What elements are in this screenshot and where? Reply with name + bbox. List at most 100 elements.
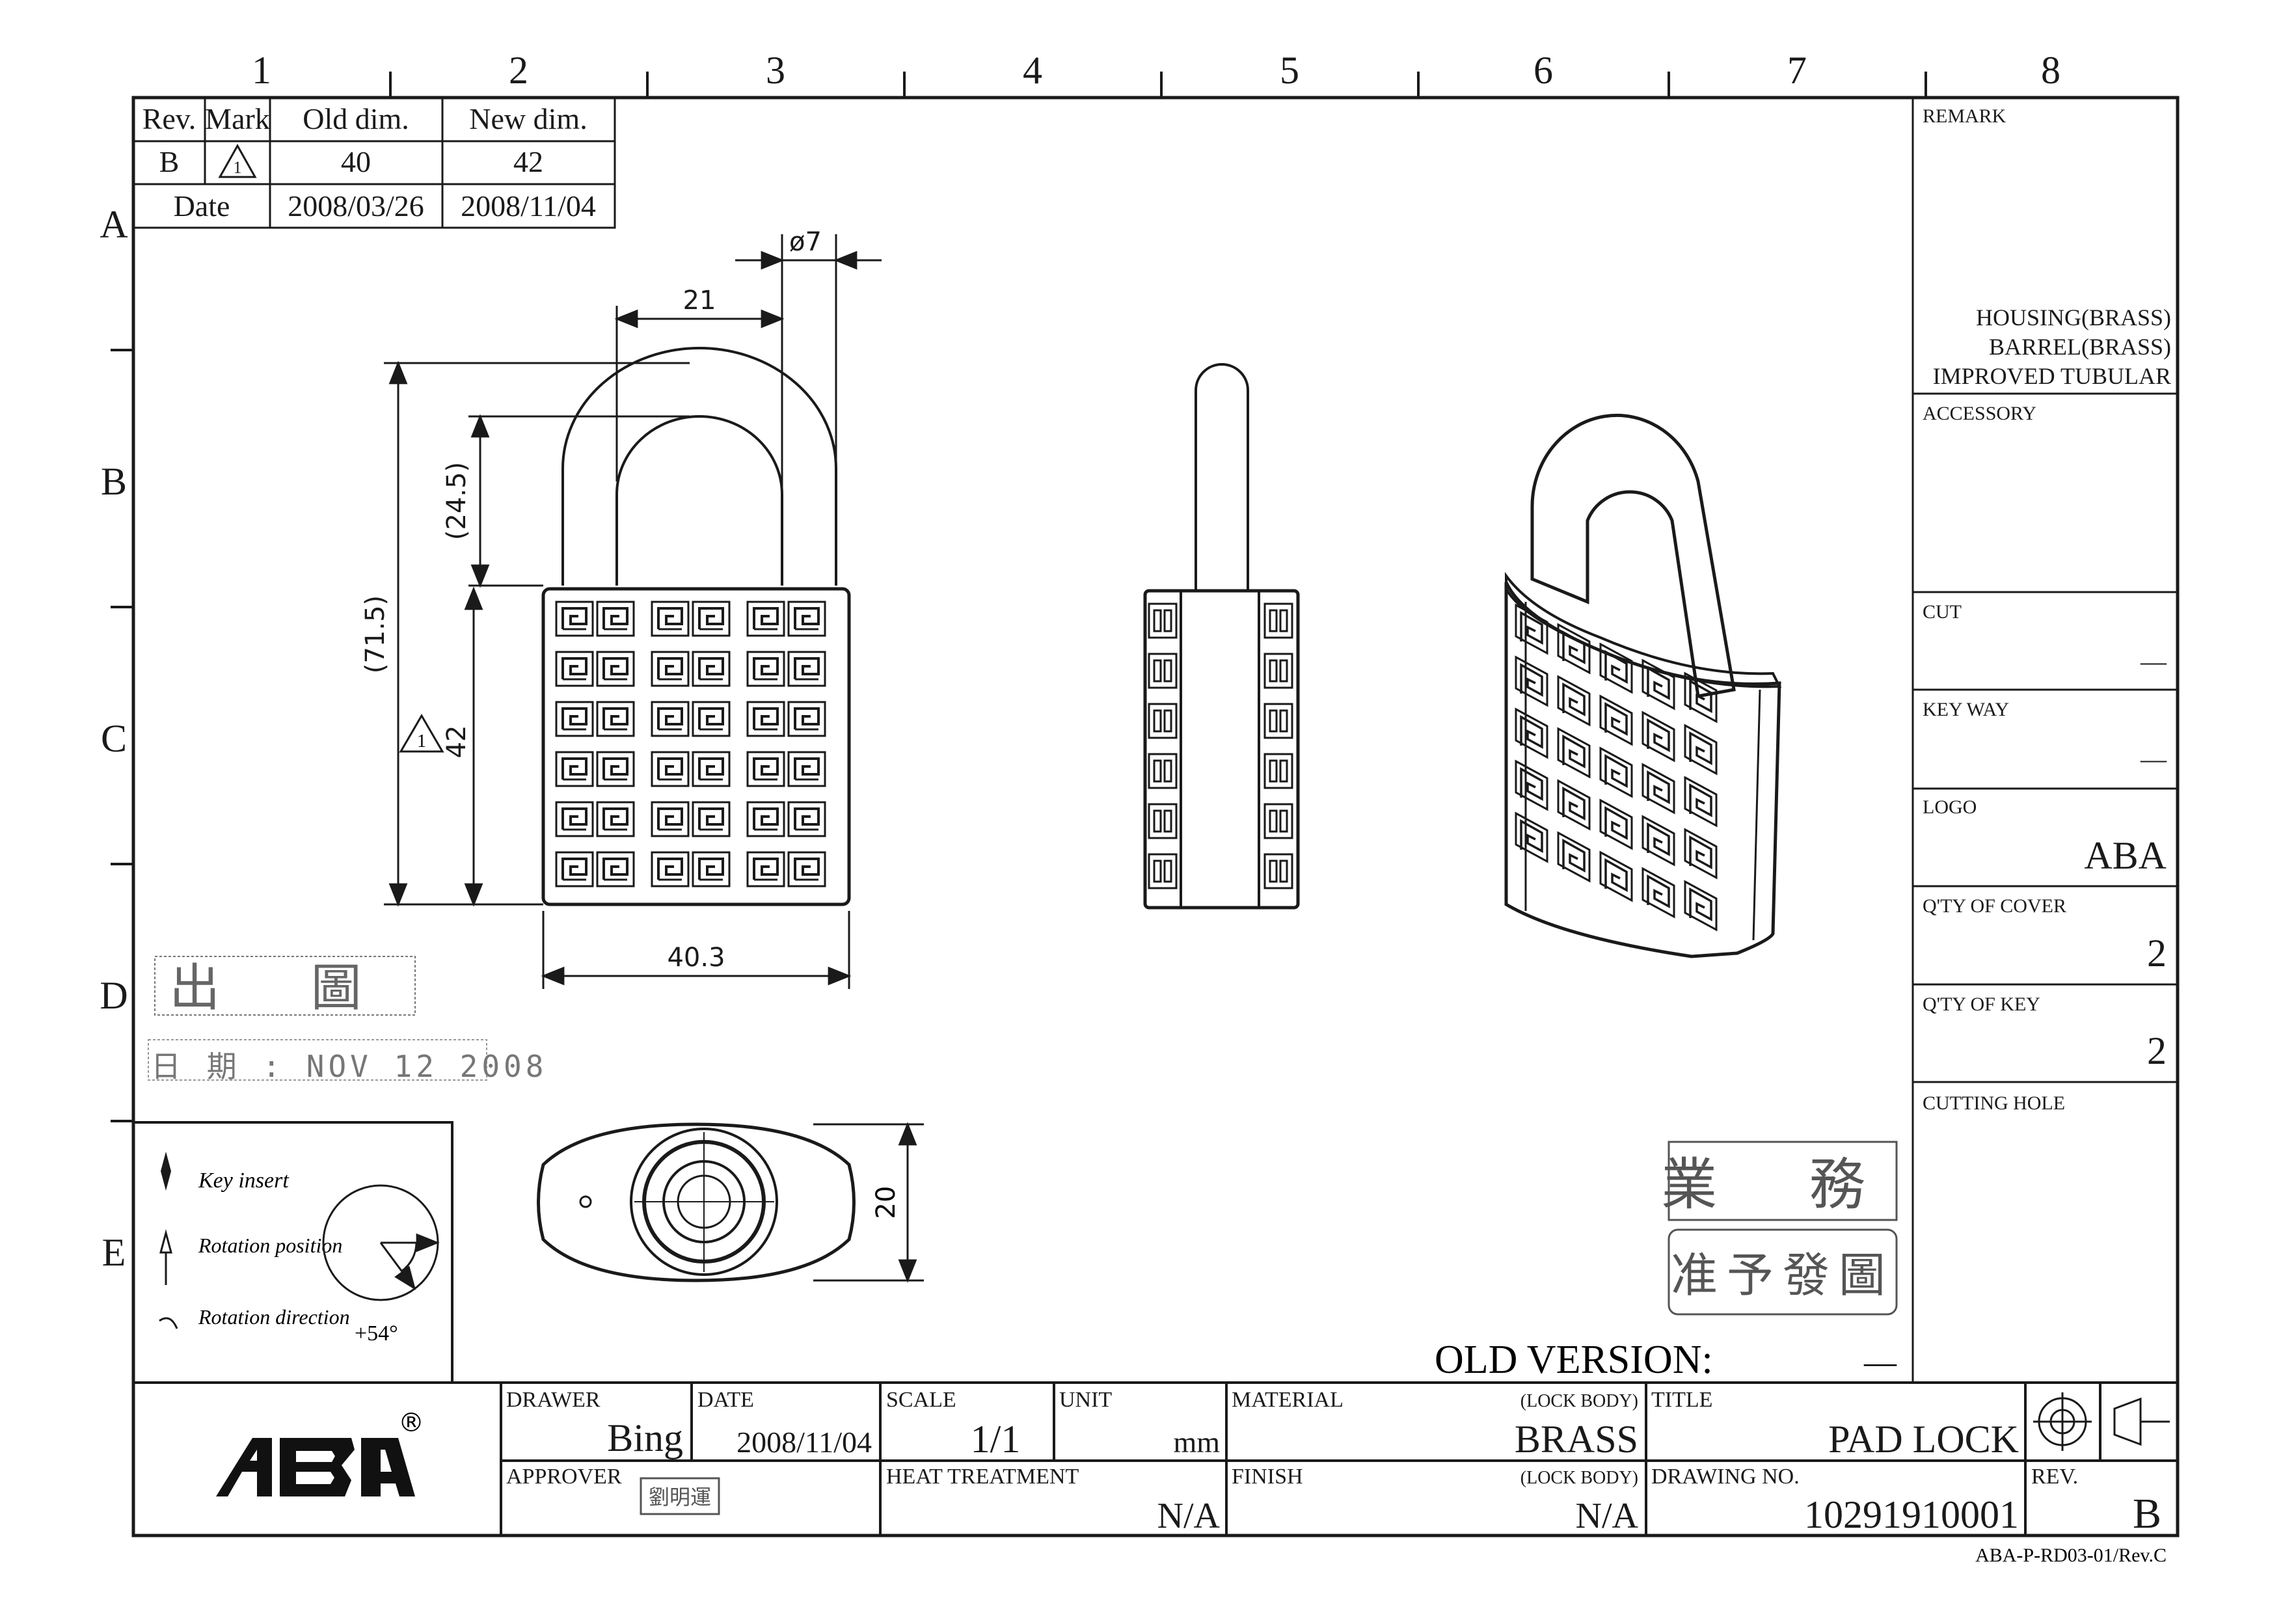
bottom-view: 20 (537, 1122, 924, 1283)
old-dim-header: Old dim. (303, 102, 409, 135)
dim-shackle-dia: ø7 (789, 227, 822, 257)
qty-key-value: 2 (2147, 1029, 2167, 1072)
dimension-lines (813, 1122, 924, 1283)
material-note: (LOCK BODY) (1520, 1391, 1638, 1411)
unit-value: mm (1173, 1426, 1220, 1459)
column-label: 4 (1023, 49, 1042, 92)
isometric-view (1504, 413, 1782, 958)
legend-key-insert: Key insert (198, 1169, 290, 1193)
side-panel: REMARK HOUSING(BRASS) BARREL(BRASS) IMPR… (1912, 98, 2178, 1383)
lock-body-bottom (537, 1122, 856, 1282)
dim-body-width: 40.3 (667, 943, 725, 973)
meander-pattern-iso (1515, 604, 1718, 931)
shackle-iso (1530, 413, 1736, 698)
unit-label: UNIT (1059, 1388, 1112, 1412)
lock-body-front (541, 587, 851, 906)
revision-mark-icon: 1 (218, 143, 257, 178)
dim-body-height: 42 (442, 725, 472, 759)
rev-value: B (2133, 1490, 2161, 1537)
qty-cover-value: 2 (2147, 932, 2167, 975)
finish-value: N/A (1576, 1496, 1639, 1536)
remark-line: IMPROVED TUBULAR (1933, 363, 2171, 389)
row-label: A (100, 203, 128, 246)
finish-note: (LOCK BODY) (1520, 1468, 1638, 1488)
material-label: MATERIAL (1232, 1388, 1344, 1412)
approved-stamp: 准予發圖 (1671, 1250, 1895, 1302)
heat-label: HEAT TREATMENT (886, 1465, 1079, 1489)
date-label: Date (174, 189, 230, 223)
date-label: DATE (697, 1388, 754, 1412)
new-dim-value: 42 (513, 145, 543, 178)
drawing-no-label: DRAWING NO. (1651, 1465, 1800, 1489)
date-value: 2008/11/04 (736, 1426, 872, 1459)
qty-cover-label: Q'TY OF COVER (1923, 895, 2066, 917)
aba-logo (216, 1438, 415, 1496)
heat-value: N/A (1157, 1496, 1221, 1536)
rotation-position-icon (159, 1229, 172, 1285)
revision-mark-icon: 1 (399, 714, 444, 753)
column-label: 1 (252, 49, 271, 92)
rotation-direction-icon (159, 1317, 178, 1329)
mark-header: Mark (205, 102, 270, 135)
row-label: D (100, 974, 128, 1017)
release-stamp-date: 日 期 : NOV 12 2008 (151, 1049, 547, 1084)
old-version-value: — (1863, 1344, 1897, 1380)
row-label: C (101, 717, 127, 760)
material-value: BRASS (1515, 1418, 1638, 1461)
approver-label: APPROVER (506, 1465, 622, 1489)
column-label: 5 (1280, 49, 1299, 92)
release-stamp: 出 圖 日 期 : NOV 12 2008 (148, 956, 547, 1084)
row-label: B (101, 460, 127, 503)
cut-label: CUT (1923, 601, 1962, 623)
dimension-lines (384, 234, 882, 989)
old-version-label: OLD VERSION: (1435, 1338, 1713, 1382)
drawer-value: Bing (607, 1416, 683, 1459)
dept-stamp: 業 務 (1661, 1154, 1904, 1216)
projection-symbol-icon (2033, 1392, 2170, 1451)
dim-shackle-clearance: (24.5) (442, 462, 472, 540)
column-label: 2 (509, 49, 528, 92)
revision-table: Rev. Mark Old dim. New dim. B 1 40 42 Da… (132, 96, 616, 229)
legend-rotation-direction: Rotation direction (198, 1305, 350, 1329)
keyway-label: KEY WAY (1923, 699, 2009, 720)
title-block: ® DRAWER Bing DATE 2008/11/04 SCALE 1/1 … (133, 1381, 2178, 1537)
meander-pattern-front (555, 601, 826, 887)
cut-value: — (2140, 647, 2167, 676)
scale-label: SCALE (886, 1388, 956, 1412)
approver-seal-text: 劉明運 (649, 1485, 711, 1509)
keyway-value: — (2140, 744, 2167, 774)
logo-value: ABA (2084, 834, 2167, 877)
remark-label: REMARK (1923, 105, 2006, 127)
rev-value: B (159, 145, 180, 178)
approver-seal: 劉明運 (640, 1477, 720, 1515)
release-stamp-title: 出 圖 (169, 960, 401, 1016)
legend-rotation-position: Rotation position (198, 1234, 342, 1257)
dim-overall-height: (71.5) (360, 595, 390, 673)
legend-angle: +54° (355, 1321, 398, 1346)
approval-stamps: 業 務 准予發圖 (1661, 1141, 1904, 1316)
cutting-hole (579, 1195, 592, 1208)
shackle-side (1195, 363, 1249, 592)
accessory-label: ACCESSORY (1923, 403, 2036, 424)
drawing-no-value: 10291910001 (1804, 1493, 2019, 1536)
lock-body-side (1143, 589, 1300, 910)
shackle-outline (561, 347, 837, 586)
column-label: 7 (1787, 49, 1807, 92)
logo-label: LOGO (1923, 796, 1977, 818)
row-markers (111, 349, 133, 1122)
column-label: 3 (766, 49, 785, 92)
front-view: ø7 21 (24.5) (71.5) 42 40.3 1 (360, 227, 882, 989)
revision-mark-number: 1 (234, 158, 242, 177)
drawer-label: DRAWER (506, 1388, 601, 1412)
registered-mark: ® (398, 1408, 424, 1438)
new-date: 2008/11/04 (461, 189, 596, 223)
remark-line: HOUSING(BRASS) (1976, 304, 2171, 331)
finish-label: FINISH (1232, 1465, 1303, 1489)
column-label: 8 (2041, 49, 2060, 92)
rev-label: REV. (2031, 1465, 2078, 1489)
side-view (1143, 363, 1300, 910)
column-markers (389, 72, 1927, 98)
scale-value: 1/1 (971, 1418, 1021, 1461)
revision-mark-number: 1 (417, 731, 426, 751)
